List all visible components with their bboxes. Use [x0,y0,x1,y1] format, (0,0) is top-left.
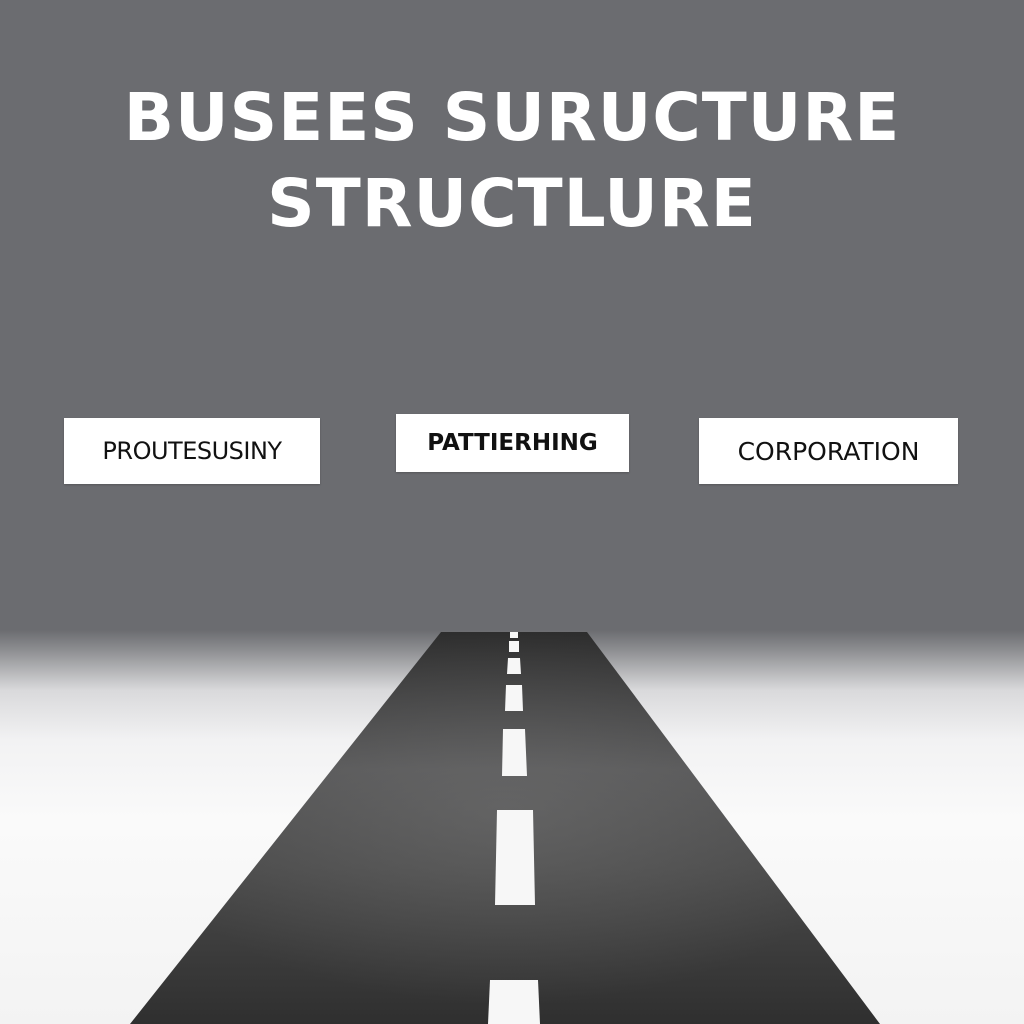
label-box-1: PROUTESUSINY [64,418,320,484]
label-box-2: PATTIERHING [396,414,629,472]
label-text-1: PROUTESUSINY [102,437,282,465]
label-text-2: PATTIERHING [427,430,598,456]
label-box-3: CORPORATION [699,418,958,484]
title-line-2: STRUCTLURE [267,165,757,242]
lane-markings [488,632,540,1024]
title-line-1: BUSEES SURUCTURE [123,79,901,156]
label-text-3: CORPORATION [737,436,920,466]
